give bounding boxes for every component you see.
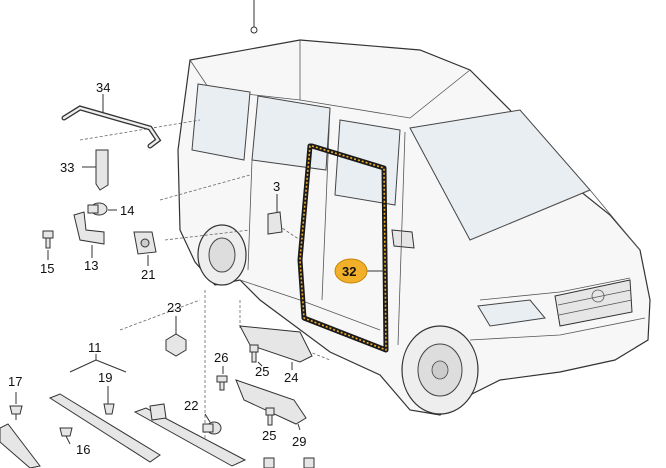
callout-labels: 34 33 3 14 15 13 21 23 11 26 25 24 17 19… — [8, 80, 306, 457]
callout-25b: 25 — [262, 428, 276, 443]
side-mirror — [391, 229, 415, 249]
callout-32: 32 — [342, 264, 356, 279]
callout-33: 33 — [60, 160, 74, 175]
door-seal-32 — [297, 143, 389, 353]
front-wheel — [401, 325, 479, 415]
sliding-door-window — [251, 95, 331, 171]
part-13-hinge — [73, 211, 105, 258]
part-11-trim-strips — [0, 354, 247, 468]
part-23-nut — [165, 316, 187, 357]
callout-11: 11 — [88, 340, 102, 355]
part-3-catch — [267, 194, 283, 235]
callout-24: 24 — [284, 370, 298, 385]
callout-32-highlight: 32 — [334, 258, 384, 284]
part-15-screw — [42, 230, 54, 260]
part-16-clip — [59, 427, 73, 445]
part-25b-screw — [265, 407, 275, 426]
part-17-clip — [9, 392, 23, 420]
callout-13: 13 — [84, 258, 98, 273]
rear-wheel — [197, 224, 247, 286]
callout-22: 22 — [184, 398, 198, 413]
part-33-bracket — [82, 149, 109, 191]
callout-26: 26 — [214, 350, 228, 365]
callout-34: 34 — [96, 80, 110, 95]
callout-19: 19 — [98, 370, 112, 385]
headlight — [477, 299, 546, 327]
grille — [554, 279, 633, 327]
part-19-clip — [103, 386, 115, 415]
rear-side-window — [191, 83, 251, 161]
part-24-rail-guide — [239, 325, 313, 370]
callout-29: 29 — [292, 434, 306, 449]
callout-23: 23 — [167, 300, 181, 315]
part-22-roller — [202, 413, 222, 435]
part-bottom-clip — [263, 457, 315, 468]
callout-25a: 25 — [255, 364, 269, 379]
part-21-plate — [133, 231, 157, 266]
part-26-screw — [216, 366, 228, 391]
callout-17: 17 — [8, 374, 22, 389]
callout-16: 16 — [76, 442, 90, 457]
part-14-roller — [87, 202, 117, 216]
callout-3: 3 — [273, 179, 280, 194]
part-34-seal-strip — [61, 94, 162, 149]
van-illustration — [177, 39, 651, 416]
part-29-rail-guide — [235, 379, 307, 431]
leader-lines — [79, 0, 331, 440]
callout-15: 15 — [40, 261, 54, 276]
callout-21: 21 — [141, 267, 155, 282]
part-25a-screw — [249, 344, 263, 367]
callout-14: 14 — [120, 203, 134, 218]
vw-logo — [591, 289, 605, 303]
